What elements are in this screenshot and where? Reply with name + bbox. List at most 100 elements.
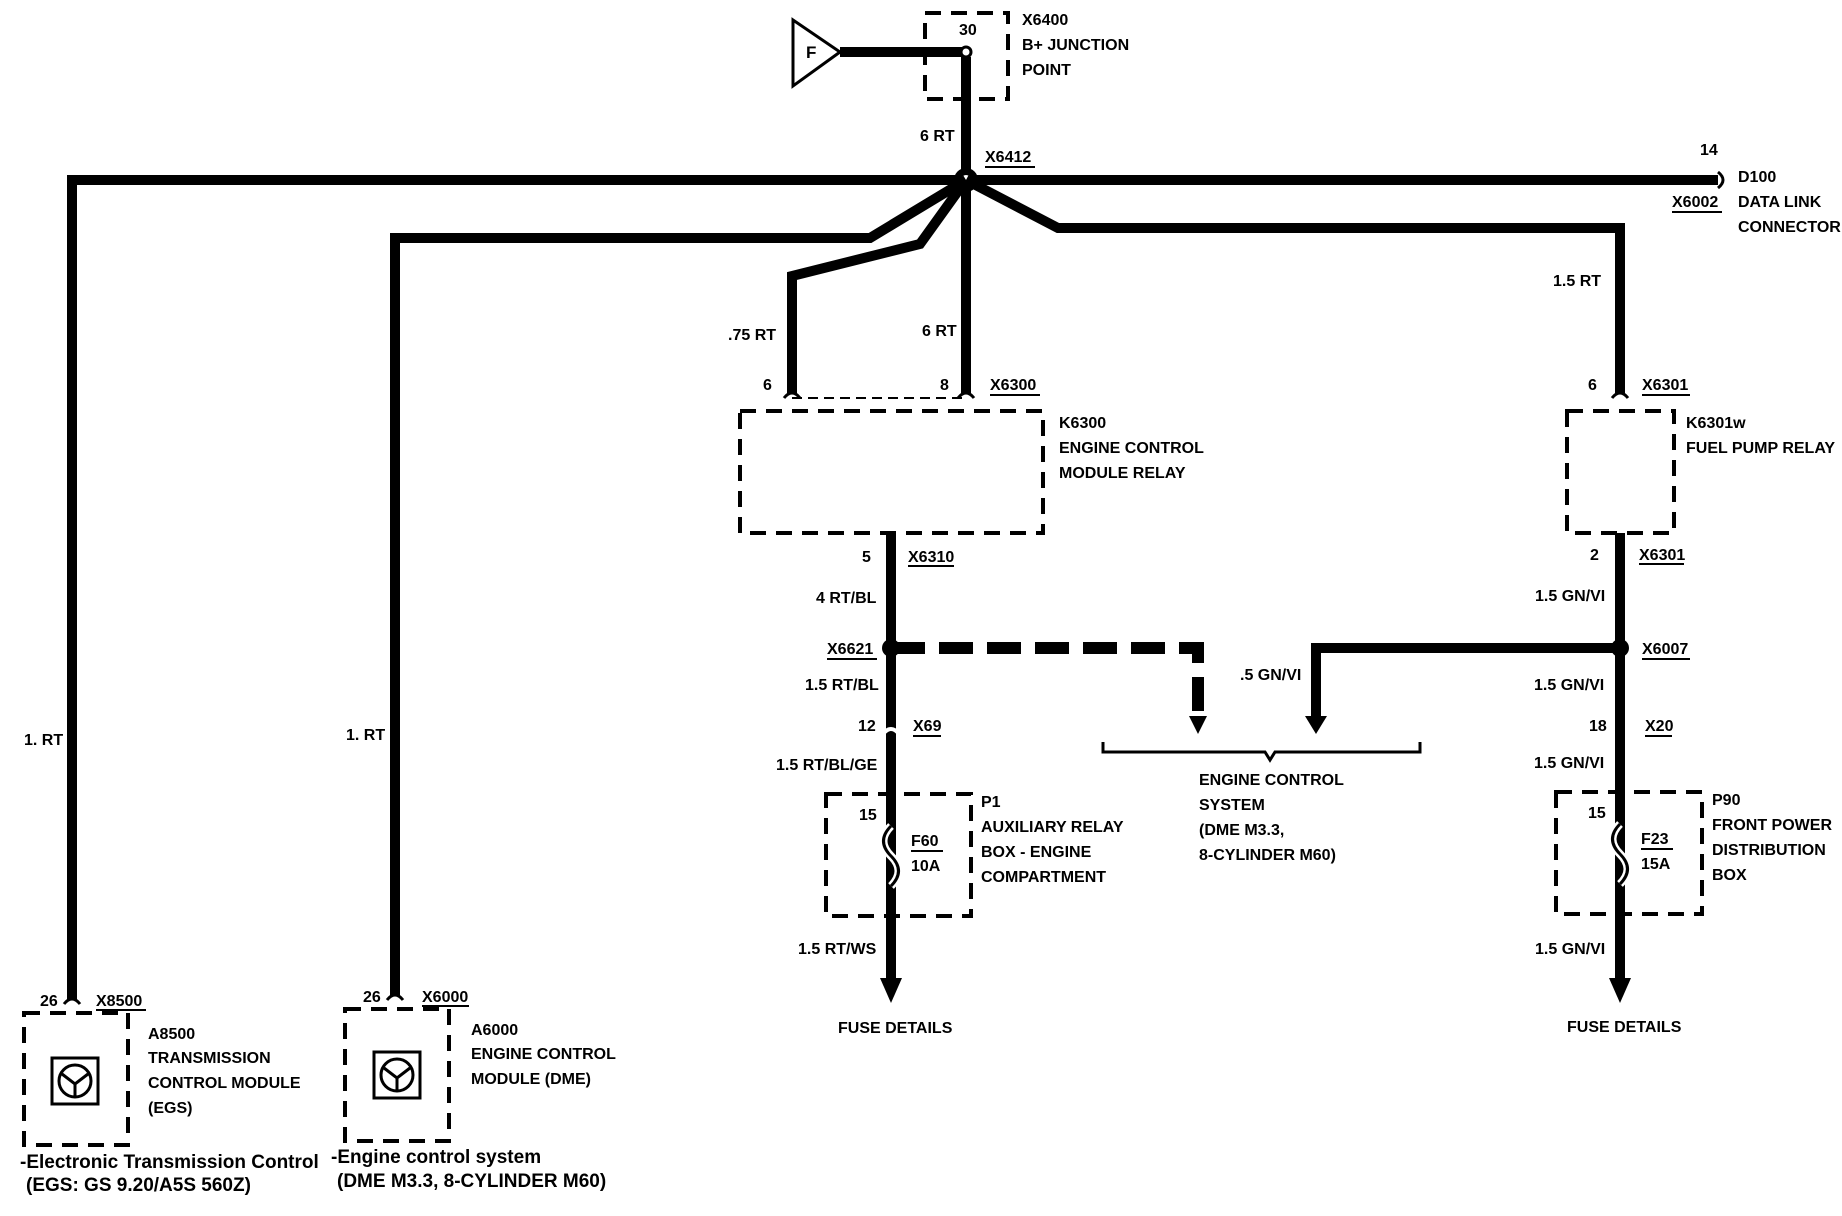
splice-x6412-id: X6412	[985, 149, 1031, 166]
ecm-connector: X6000	[422, 989, 468, 1006]
tcm-pin: 26	[40, 993, 58, 1010]
right-wire-to-fuse: 1.5 GN/VI	[1534, 755, 1604, 772]
ecm-relay-terminal-left	[782, 391, 802, 399]
ecm-line2: MODULE (DME)	[471, 1071, 591, 1088]
ecm-relay-pin-left: 6	[763, 377, 772, 394]
ecm-relay-wire-right: 6 RT	[922, 323, 957, 340]
ecs-line2: SYSTEM	[1199, 797, 1265, 814]
wire-dashed-to-ecs	[891, 642, 1204, 720]
wire-to-ecs-right	[1311, 643, 1620, 720]
p1-id: P1	[981, 794, 1001, 811]
p1-line2: BOX - ENGINE	[981, 844, 1092, 861]
ecm-relay-terminal-right	[956, 391, 976, 399]
ecm-relay-connector-out: X6310	[908, 549, 954, 566]
left-wire-after-splice: 1.5 RT/BL	[805, 677, 879, 694]
fuel-pump-relay-line1: FUEL PUMP RELAY	[1686, 440, 1835, 457]
right-branch-connector: X20	[1645, 718, 1674, 735]
p90-line1: FRONT POWER	[1712, 817, 1832, 834]
wire-075rt-to-relay	[787, 177, 971, 393]
fuel-pump-relay-pin-out: 2	[1590, 547, 1599, 564]
tcm-line2: CONTROL MODULE	[148, 1075, 301, 1092]
fuel-pump-relay-terminal	[1610, 391, 1630, 399]
ecm-id: A6000	[471, 1022, 518, 1039]
f23-fuse-icon	[1611, 822, 1629, 886]
ecm-relay-pin-out: 5	[862, 549, 871, 566]
arrow-ecs-right	[1305, 716, 1327, 734]
arrow-right-fuse-details	[1609, 978, 1631, 1003]
ecm-line1: ENGINE CONTROL	[471, 1046, 616, 1063]
fuel-pump-relay-pin-in: 6	[1588, 377, 1597, 394]
left-branch-terminal	[881, 727, 901, 736]
junction-x6400-terminal	[959, 45, 973, 59]
fuel-pump-relay-box	[1565, 409, 1676, 535]
left-branch-pin: 12	[858, 718, 876, 735]
f23-fuse-id: F23	[1641, 831, 1669, 848]
ecm-relay-box	[738, 409, 1045, 535]
data-link-id: D100	[1738, 169, 1776, 186]
right-branch-pin: 18	[1589, 718, 1607, 735]
wire-6rt-label: 6 RT	[920, 128, 955, 145]
p90-line3: BOX	[1712, 867, 1747, 884]
arrow-ecs-left	[1189, 716, 1207, 734]
data-link-connector: X6002	[1672, 194, 1718, 211]
left-wire-out: 1.5 RT/WS	[798, 941, 877, 958]
ecs-line3: (DME M3.3,	[1199, 822, 1284, 839]
ecm-relay-connector-in: X6300	[990, 377, 1036, 394]
left-wire-to-fuse: 1.5 RT/BL/GE	[776, 757, 878, 774]
data-link-line1: DATA LINK	[1738, 194, 1822, 211]
wire-to-ecm	[390, 175, 969, 996]
p1-box	[824, 792, 973, 918]
ecm-relay-wire-out: 4 RT/BL	[816, 590, 877, 607]
ground-symbol-letter: F	[806, 43, 816, 62]
p90-fuse-pin: 15	[1588, 805, 1606, 822]
fuel-pump-relay-wire-out: 1.5 GN/VI	[1535, 588, 1605, 605]
ecm-caption2: (DME M3.3, 8-CYLINDER M60)	[337, 1171, 606, 1192]
right-fuse-details: FUSE DETAILS	[1567, 1019, 1682, 1036]
wire-to-fuel-pump-relay	[963, 175, 1625, 393]
fuel-pump-relay-wire-in: 1.5 RT	[1553, 273, 1601, 290]
fuel-pump-relay-id: K6301w	[1686, 415, 1746, 432]
ecm-pin: 26	[363, 989, 381, 1006]
data-link-terminal	[1717, 170, 1725, 190]
ecm-relay-wire-left: .75 RT	[728, 327, 776, 344]
ecm-relay-line1: ENGINE CONTROL	[1059, 440, 1204, 457]
junction-x6400-line2: POINT	[1022, 62, 1071, 79]
ecm-relay-pin-right: 8	[940, 377, 949, 394]
f60-fuse-id: F60	[911, 833, 939, 850]
p90-box	[1554, 790, 1704, 916]
wire-05gnvi-label: .5 GN/VI	[1240, 667, 1301, 684]
data-link-line2: CONNECTOR	[1738, 219, 1841, 236]
tcm-connector: X8500	[96, 993, 142, 1010]
left-branch-connector: X69	[913, 718, 942, 735]
splice-x6621-id: X6621	[827, 641, 873, 658]
f60-fuse-rating: 10A	[911, 858, 941, 875]
f60-fuse-icon	[882, 824, 900, 888]
ecm-relay-id: K6300	[1059, 415, 1106, 432]
junction-x6400-line1: B+ JUNCTION	[1022, 37, 1129, 54]
tcm-caption1: -Electronic Transmission Control	[20, 1152, 319, 1173]
tcm-line3: (EGS)	[148, 1100, 192, 1117]
tcm-caption2: (EGS: GS 9.20/A5S 560Z)	[26, 1175, 251, 1196]
tcm-terminal	[62, 997, 82, 1005]
junction-x6400-id: X6400	[1022, 12, 1068, 29]
right-wire-after-splice: 1.5 GN/VI	[1534, 677, 1604, 694]
p90-line2: DISTRIBUTION	[1712, 842, 1826, 859]
data-link-pin: 14	[1700, 142, 1718, 159]
ecs-bracket	[1101, 742, 1422, 763]
ground-symbol-f: F	[791, 17, 843, 89]
tcm-wire-label: 1. RT	[24, 732, 63, 749]
left-fuse-details: FUSE DETAILS	[838, 1020, 953, 1037]
junction-x6400-pin: 30	[959, 22, 977, 39]
ecm-terminal	[385, 993, 405, 1001]
p1-line3: COMPARTMENT	[981, 869, 1106, 886]
arrow-left-fuse-details	[880, 978, 902, 1003]
tcm-box	[22, 1011, 130, 1147]
ecm-box	[343, 1007, 451, 1143]
ecm-wire-label: 1. RT	[346, 727, 385, 744]
fuel-pump-relay-connector-out: X6301	[1639, 547, 1685, 564]
right-wire-out: 1.5 GN/VI	[1535, 941, 1605, 958]
f23-fuse-rating: 15A	[1641, 856, 1671, 873]
splice-x6007-id: X6007	[1642, 641, 1688, 658]
p1-fuse-pin: 15	[859, 807, 877, 824]
